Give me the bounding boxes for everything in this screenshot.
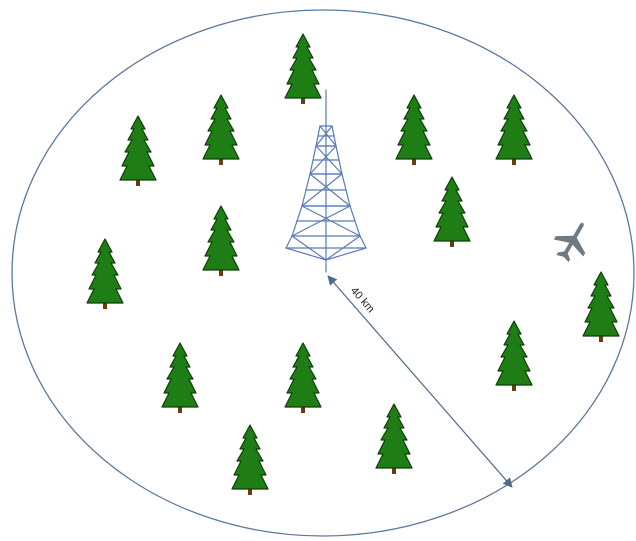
pine-tree-icon: [87, 239, 123, 309]
pine-tree-icon: [285, 343, 321, 413]
pine-tree-icon: [496, 321, 532, 391]
airplane-icon: [548, 214, 598, 267]
pine-tree-icon: [376, 404, 412, 474]
pine-tree-icon: [285, 34, 321, 104]
pine-tree-icon: [396, 95, 432, 165]
pine-tree-icon: [434, 177, 470, 247]
radio-tower-icon: [286, 90, 366, 272]
pine-tree-icon: [583, 272, 619, 342]
pine-tree-icon: [203, 206, 239, 276]
pine-tree-icon: [232, 425, 268, 495]
radius-label: 40 km: [348, 285, 377, 315]
pine-tree-icon: [162, 343, 198, 413]
pine-tree-icon: [120, 116, 156, 186]
pine-tree-icon: [496, 95, 532, 165]
radius-arrow: [328, 276, 512, 487]
pine-tree-icon: [203, 95, 239, 165]
